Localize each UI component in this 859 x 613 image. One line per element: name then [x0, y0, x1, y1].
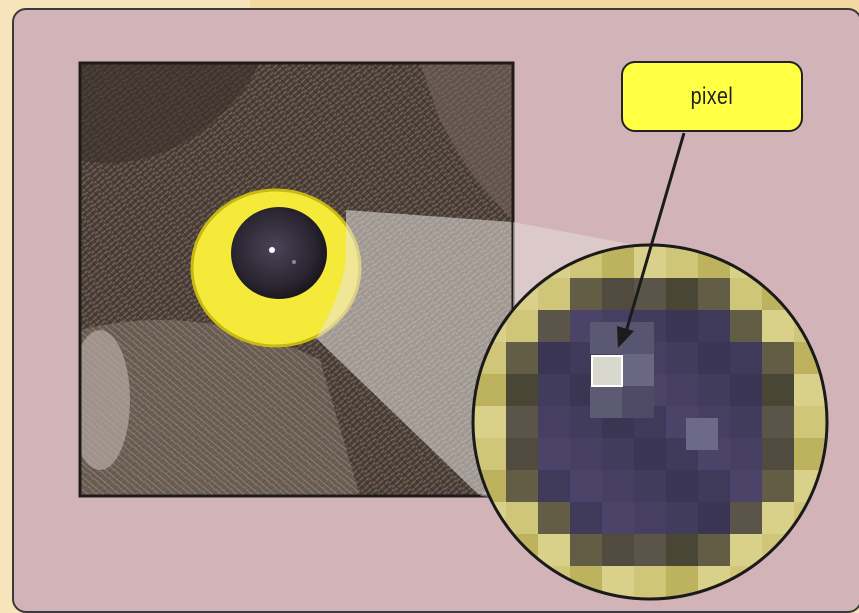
owl-eye-photo: [70, 63, 513, 496]
pixel-callout: pixel: [621, 61, 803, 132]
pupil: [231, 207, 327, 299]
highlighted-pixel: [592, 356, 622, 386]
callout-label: pixel: [691, 83, 734, 111]
